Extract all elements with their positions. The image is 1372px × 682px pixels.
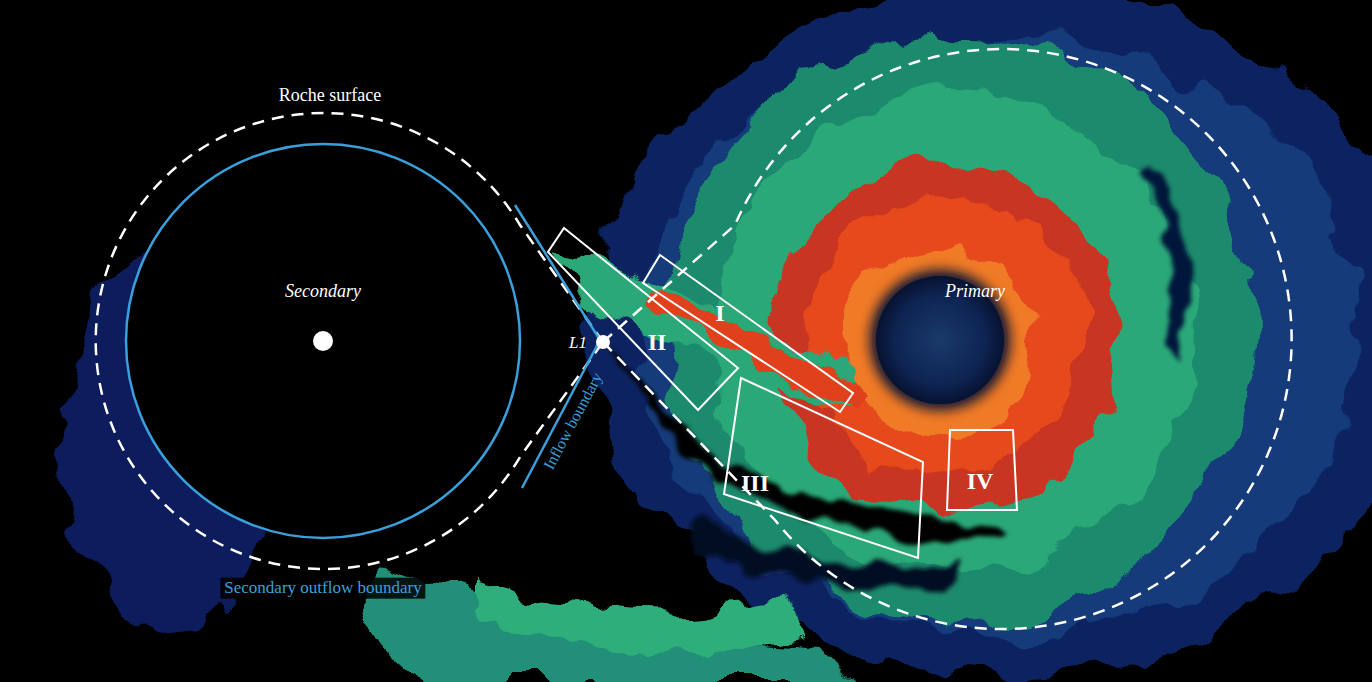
accretion-disc — [60, 0, 1372, 682]
boundary-label: Secondary outflow boundary — [220, 578, 425, 599]
node-outline — [546, 226, 740, 412]
region-number: IV — [967, 468, 994, 494]
region-box: II — [546, 226, 740, 412]
star-disc — [876, 276, 1004, 404]
inflow-boundary-line — [522, 340, 600, 488]
lagrange-point-dot — [596, 335, 610, 349]
region-number: I — [715, 300, 724, 326]
primary-star: Primary — [874, 274, 1006, 406]
node-outline — [124, 142, 522, 540]
star-label: Secondary — [285, 282, 361, 302]
region-box: IV — [945, 428, 1019, 512]
inner-cavity — [870, 270, 1010, 410]
node-outline — [641, 253, 855, 414]
region-number: II — [648, 329, 667, 355]
secondary-star: Secondary — [124, 142, 522, 540]
inflow-boundary-line — [515, 205, 600, 340]
region-outline — [643, 255, 853, 412]
boundary-label: Inflow boundary — [540, 370, 606, 473]
star-label: Primary — [945, 282, 1005, 302]
star-disc — [126, 144, 520, 538]
region-number: III — [741, 470, 769, 496]
region-outline — [947, 430, 1017, 510]
region-outline — [724, 378, 923, 558]
region-box: I — [641, 253, 855, 414]
low-density-gaps — [600, 160, 1190, 588]
surface-label: Roche surface — [279, 86, 381, 106]
roche-lobe-secondary — [96, 113, 603, 569]
centre-of-mass-dot — [313, 331, 333, 351]
region-box: III — [722, 376, 925, 560]
region-outline — [548, 228, 738, 410]
point-label: L1 — [569, 334, 587, 353]
roche-lobe-primary — [603, 49, 1292, 629]
node-outline — [722, 376, 925, 560]
